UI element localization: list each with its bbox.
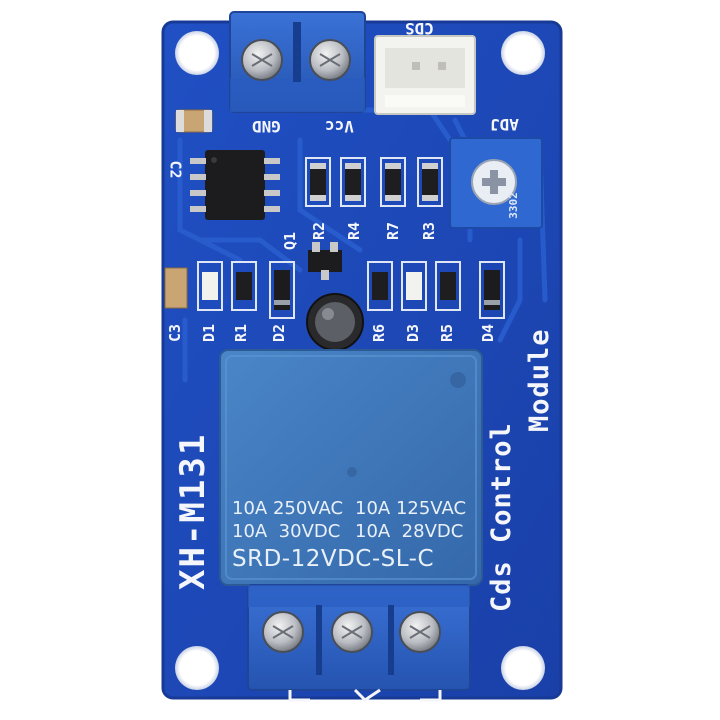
mounting-hole-bottom-right [501, 646, 545, 690]
label-d1: D1 [200, 323, 218, 342]
upper-resistors [305, 157, 443, 207]
label-r6: R6 [370, 323, 388, 342]
cds-port-label: CDS [405, 19, 434, 38]
label-r3: R3 [420, 221, 438, 240]
gnd-pin-label: GND [252, 117, 281, 136]
label-r1: R1 [232, 323, 250, 342]
label-r5: R5 [438, 323, 456, 342]
label-q1: Q1 [281, 231, 299, 250]
lower-components [164, 261, 505, 319]
label-d2: D2 [270, 323, 288, 342]
mounting-hole-top-right [501, 31, 545, 75]
pot-marking: 3302 [506, 192, 520, 219]
relay-rating-dc-left: 10A 30VDC [232, 521, 341, 542]
relay-rating-dc-right: 10A 28VDC [355, 521, 464, 542]
mounting-hole-bottom-left [175, 646, 219, 690]
label-c2: C2 [166, 160, 185, 179]
label-r2: R2 [310, 221, 328, 240]
label-r7: R7 [384, 221, 402, 240]
cds-connector [374, 35, 476, 115]
transistor-q1 [308, 242, 342, 280]
vcc-pin-label: Vcc [325, 117, 354, 136]
label-d3: D3 [404, 323, 422, 342]
label-r4: R4 [345, 221, 363, 240]
op-amp-chip [190, 150, 280, 220]
electrolytic-capacitor [306, 293, 364, 351]
terminal-symbols [288, 688, 442, 702]
adj-label: ADJ [490, 115, 519, 134]
relay-body [219, 349, 483, 586]
relay-part-number: SRD-12VDC-SL-C [232, 546, 435, 572]
module-title-line2: Module [524, 328, 555, 432]
bottom-terminal-block [247, 584, 471, 691]
relay-rating-ac-left: 10A 250VAC [232, 498, 344, 519]
label-c3: C3 [166, 323, 184, 342]
potentiometer-adj [449, 137, 543, 229]
label-d4: D4 [479, 323, 497, 342]
capacitor-c2 [175, 109, 213, 133]
mounting-hole-top-left [175, 31, 219, 75]
relay-rating-ac-right: 10A 125VAC [355, 498, 467, 519]
model-label: XH-M131 [173, 432, 213, 590]
top-terminal-block [229, 11, 366, 113]
module-title-line1: Cds Control [486, 422, 517, 612]
